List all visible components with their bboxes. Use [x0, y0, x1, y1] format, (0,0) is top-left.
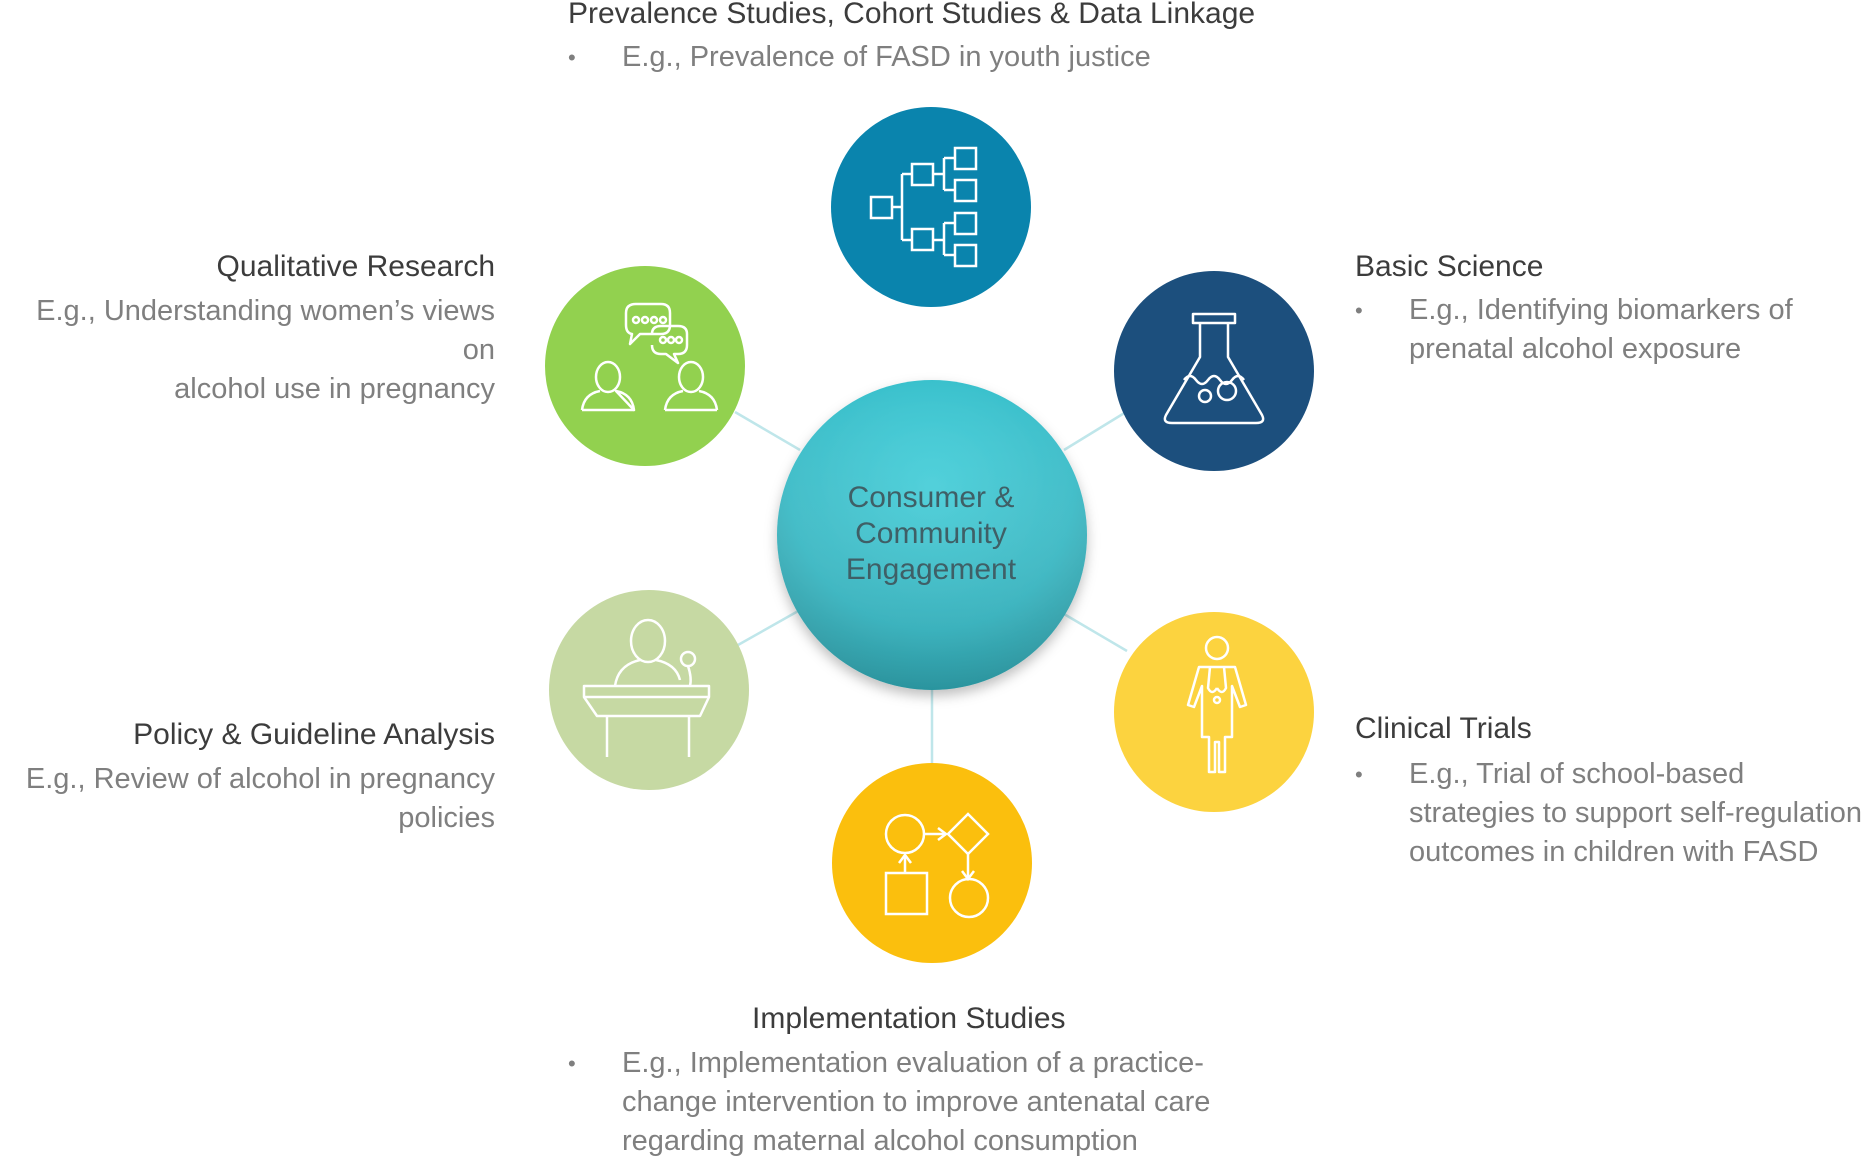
podium-speaker-icon: [582, 618, 711, 757]
policy-example-line-1: E.g., Review of alcohol in pregnancy: [25, 763, 495, 795]
center-label: Consumer & Community Engagement: [775, 480, 1087, 588]
clinical-trials-example-line-3: outcomes in children with FASD: [1409, 836, 1819, 868]
bullet: •: [1355, 762, 1363, 787]
basic-science-node: [1114, 271, 1314, 471]
clinical-trials-example: • E.g., Trial of school-based strategies…: [1355, 755, 1864, 872]
bullet: •: [1355, 298, 1363, 323]
hierarchy-tree-icon: [869, 146, 978, 268]
basic-science-example: • E.g., Identifying biomarkers of prenat…: [1355, 291, 1864, 369]
center-label-line-2: Community: [855, 517, 1007, 550]
clinical-trials-example-line-1: E.g., Trial of school-based: [1409, 758, 1745, 790]
bullet: •: [568, 1051, 576, 1076]
prevalence-example: • E.g., Prevalence of FASD in youth just…: [568, 38, 1322, 77]
bullet: •: [568, 45, 576, 70]
clinical-trials-node: [1114, 612, 1314, 812]
policy-example: E.g., Review of alcohol in pregnancy pol…: [0, 760, 495, 838]
basic-science-example-line-2: prenatal alcohol exposure: [1409, 333, 1742, 365]
implementation-title: Implementation Studies: [752, 1002, 1066, 1035]
center-label-line-3: Engagement: [845, 553, 1017, 586]
connector-clinical-trials: [1063, 612, 1128, 653]
flowchart-icon: [884, 812, 990, 919]
qualitative-node: [545, 266, 745, 466]
implementation-example: • E.g., Implementation evaluation of a p…: [568, 1044, 1322, 1161]
center-node: [777, 380, 1087, 690]
basic-science-title: Basic Science: [1355, 250, 1544, 283]
clinical-trials-example-line-2: strategies to support self-regulation: [1409, 797, 1862, 829]
policy-node: [549, 590, 749, 790]
connector-qualitative: [734, 410, 801, 452]
qualitative-title: Qualitative Research: [216, 250, 495, 283]
qualitative-example-line-1: E.g., Understanding women’s views on: [36, 295, 495, 366]
implementation-example-line-3: regarding maternal alcohol consumption: [622, 1125, 1138, 1157]
prevalence-title: Prevalence Studies, Cohort Studies & Dat…: [568, 0, 1256, 30]
policy-example-line-2: policies: [398, 802, 495, 834]
qualitative-example: E.g., Understanding women’s views on alc…: [0, 292, 495, 409]
conversation-icon: [580, 302, 719, 412]
clinical-trials-title: Clinical Trials: [1355, 712, 1532, 745]
policy-title: Policy & Guideline Analysis: [133, 718, 495, 751]
prevalence-node: [831, 107, 1031, 307]
implementation-node: [832, 763, 1032, 963]
basic-science-example-line-1: E.g., Identifying biomarkers of: [1409, 294, 1793, 326]
qualitative-example-line-2: alcohol use in pregnancy: [174, 373, 495, 405]
implementation-example-line-2: change intervention to improve antenatal…: [622, 1086, 1211, 1118]
implementation-example-line-1: E.g., Implementation evaluation of a pra…: [622, 1047, 1204, 1079]
connector-lines: [734, 410, 1128, 768]
prevalence-example-text: E.g., Prevalence of FASD in youth justic…: [622, 41, 1151, 73]
center-label-line-1: Consumer &: [847, 481, 1015, 514]
doctor-icon: [1186, 635, 1248, 774]
connector-basic-science: [1063, 410, 1127, 452]
flask-icon: [1163, 312, 1265, 425]
connector-policy: [737, 608, 801, 647]
